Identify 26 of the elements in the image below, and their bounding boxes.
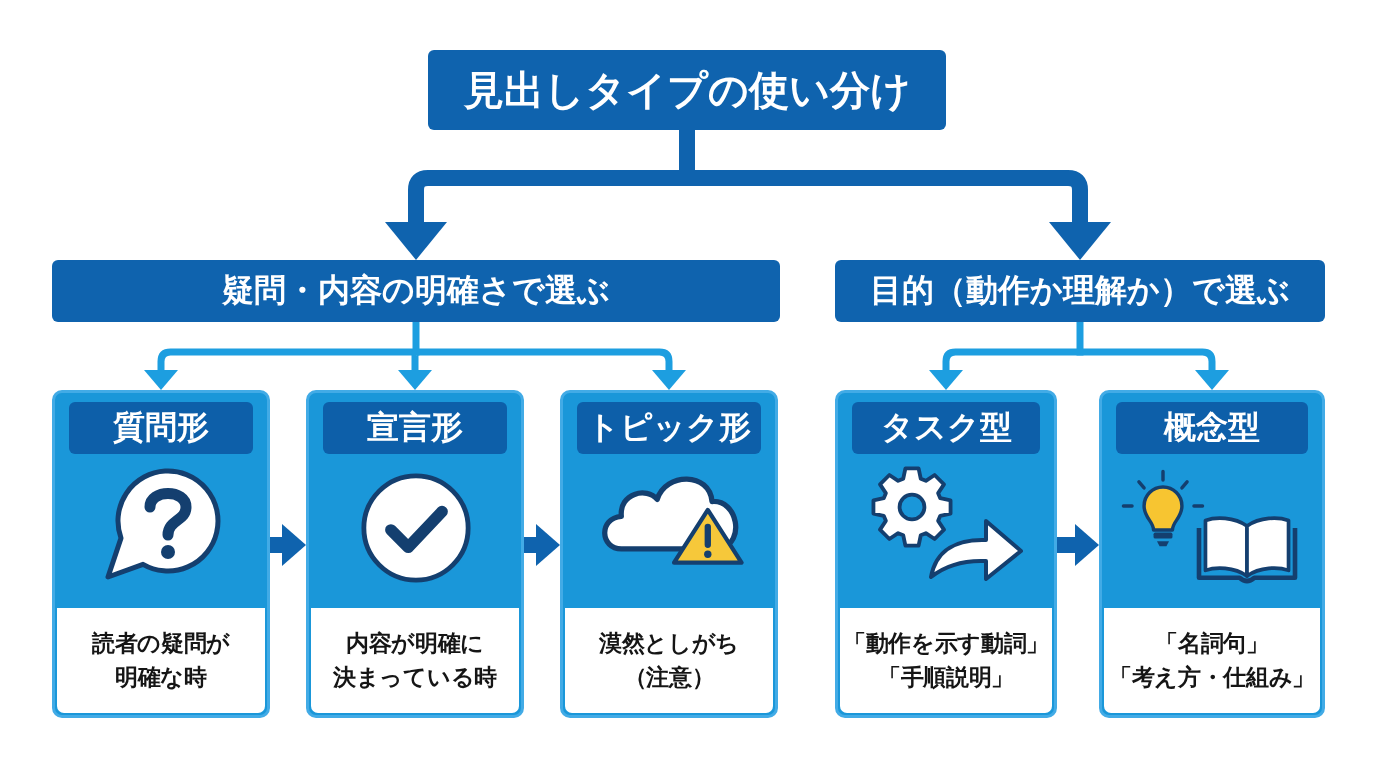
type-card	[306, 390, 524, 718]
arrow	[1080, 348, 1229, 390]
description-box: 読者の疑問が明確な時	[57, 608, 265, 713]
arrow	[524, 524, 560, 566]
heading-tab: 宣言形	[323, 402, 507, 454]
description-box: 漠然としがち（注意）	[565, 608, 773, 713]
type-card	[52, 390, 270, 718]
arrow	[270, 524, 306, 566]
description-box: 内容が明確に決まっている時	[311, 608, 519, 713]
heading-tab: トピック形	[577, 402, 761, 454]
type-card	[1099, 390, 1325, 718]
heading-tab: 質問形	[69, 402, 253, 454]
type-card	[560, 390, 778, 718]
arrow	[1057, 524, 1099, 566]
arrow	[144, 348, 416, 390]
heading-tab: タスク型	[852, 402, 1040, 454]
heading-bar: 目的（動作か理解か）で選ぶ	[835, 260, 1325, 322]
heading-bar: 疑問・内容の明確さで選ぶ	[52, 260, 780, 322]
description-box: 「名詞句」「考え方・仕組み」	[1104, 608, 1320, 713]
arrow	[929, 348, 1080, 390]
type-card	[835, 390, 1057, 718]
arrow	[416, 348, 686, 390]
heading-tab: 概念型	[1116, 402, 1308, 454]
arrow	[398, 348, 432, 390]
title-box: 見出しタイプの使い分け	[428, 50, 946, 130]
description-box: 「動作を示す動詞」「手順説明」	[840, 608, 1052, 713]
